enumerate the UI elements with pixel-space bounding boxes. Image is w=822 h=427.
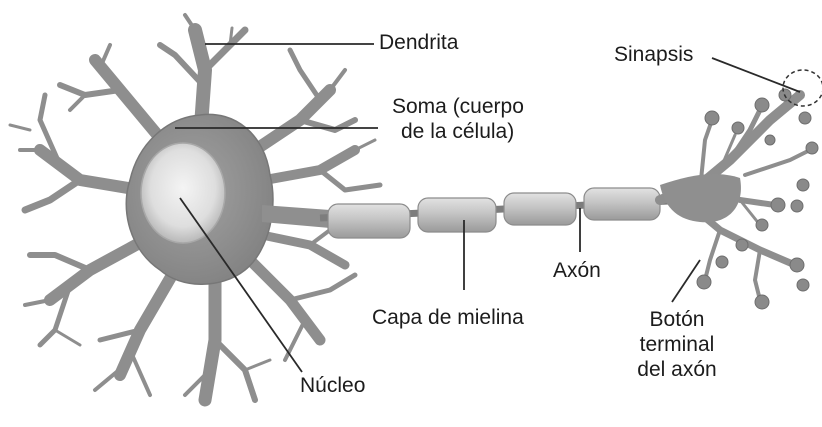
leader-sinapsis <box>712 58 800 92</box>
axon-initial-segment <box>262 205 330 228</box>
label-boton: Botón terminal del axón <box>612 307 742 382</box>
label-sinapsis: Sinapsis <box>614 42 693 67</box>
label-soma-line2: de la célula) <box>392 119 524 144</box>
myelin-sheath <box>328 188 660 238</box>
label-soma: Soma (cuerpo de la célula) <box>392 94 524 144</box>
label-nucleo: Núcleo <box>300 373 365 398</box>
label-dendrita: Dendrita <box>379 30 458 55</box>
label-mielina: Capa de mielina <box>372 305 524 330</box>
label-axon: Axón <box>553 258 601 283</box>
label-boton-line1: Botón <box>612 307 742 332</box>
terminal-body <box>660 174 741 222</box>
nucleus <box>141 143 225 243</box>
label-soma-line1: Soma (cuerpo <box>392 94 524 119</box>
leader-boton <box>672 260 700 302</box>
label-boton-line2: terminal <box>612 332 742 357</box>
label-boton-line3: del axón <box>612 357 742 382</box>
